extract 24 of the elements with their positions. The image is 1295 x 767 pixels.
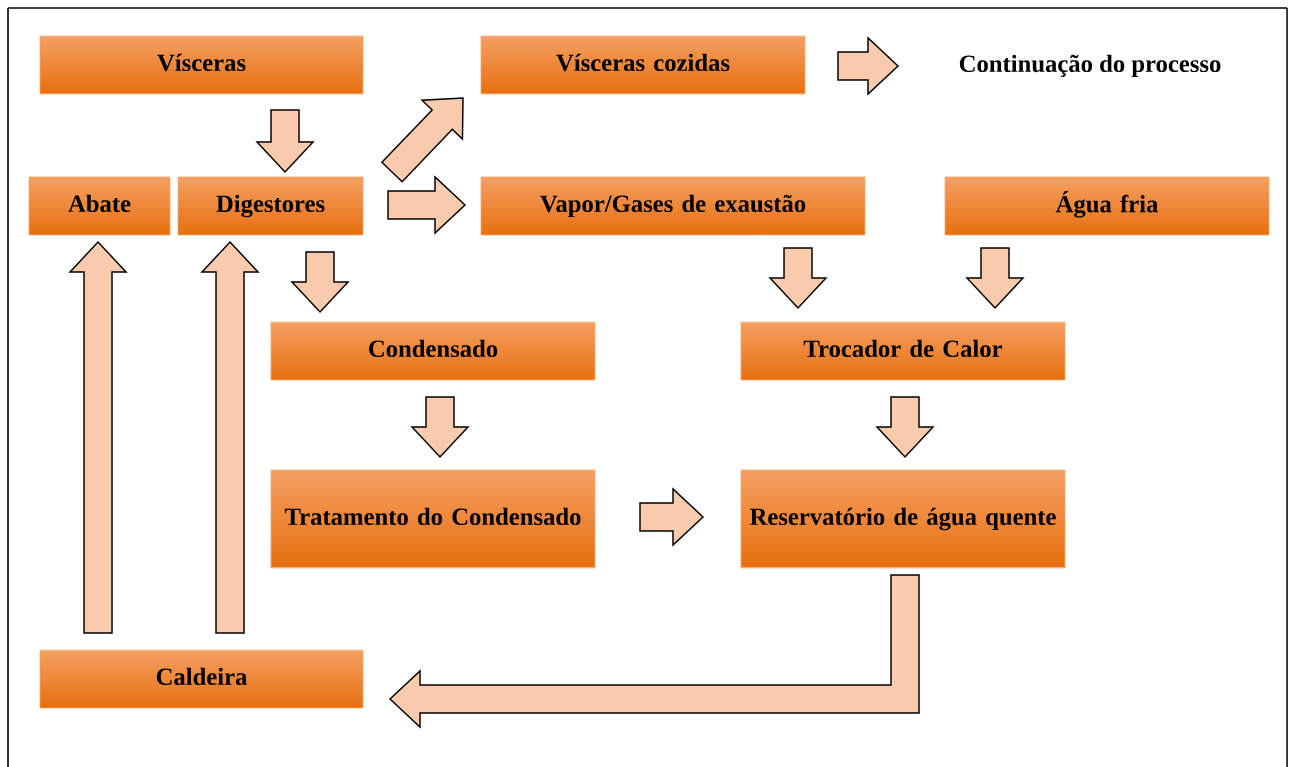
block-arrow [387,175,467,235]
block-arrow [290,251,350,314]
block-arrow [200,240,260,634]
process-box: Condensado [270,321,596,381]
process-box: Caldeira [39,649,364,709]
block-arrow [875,396,935,459]
process-box: Tratamento do Condensado [270,469,596,569]
block-arrow [68,240,128,634]
process-box: Água fria [944,176,1270,236]
block-arrow [388,574,920,729]
process-box: Trocador de Calor [740,321,1066,381]
process-label: Continuação do processo [959,54,1221,78]
block-arrow [639,487,705,547]
block-arrow [768,247,828,310]
block-arrow [410,396,470,459]
block-arrow [965,247,1025,310]
process-box: Vísceras [39,35,364,95]
block-arrow [837,36,900,96]
process-box: Vísceras cozidas [480,35,806,95]
process-box: Reservatório de água quente [740,469,1066,569]
process-box: Digestores [177,176,364,236]
block-arrow [255,109,315,174]
process-box: Abate [28,176,171,236]
process-box: Vapor/Gases de exaustão [480,176,866,236]
